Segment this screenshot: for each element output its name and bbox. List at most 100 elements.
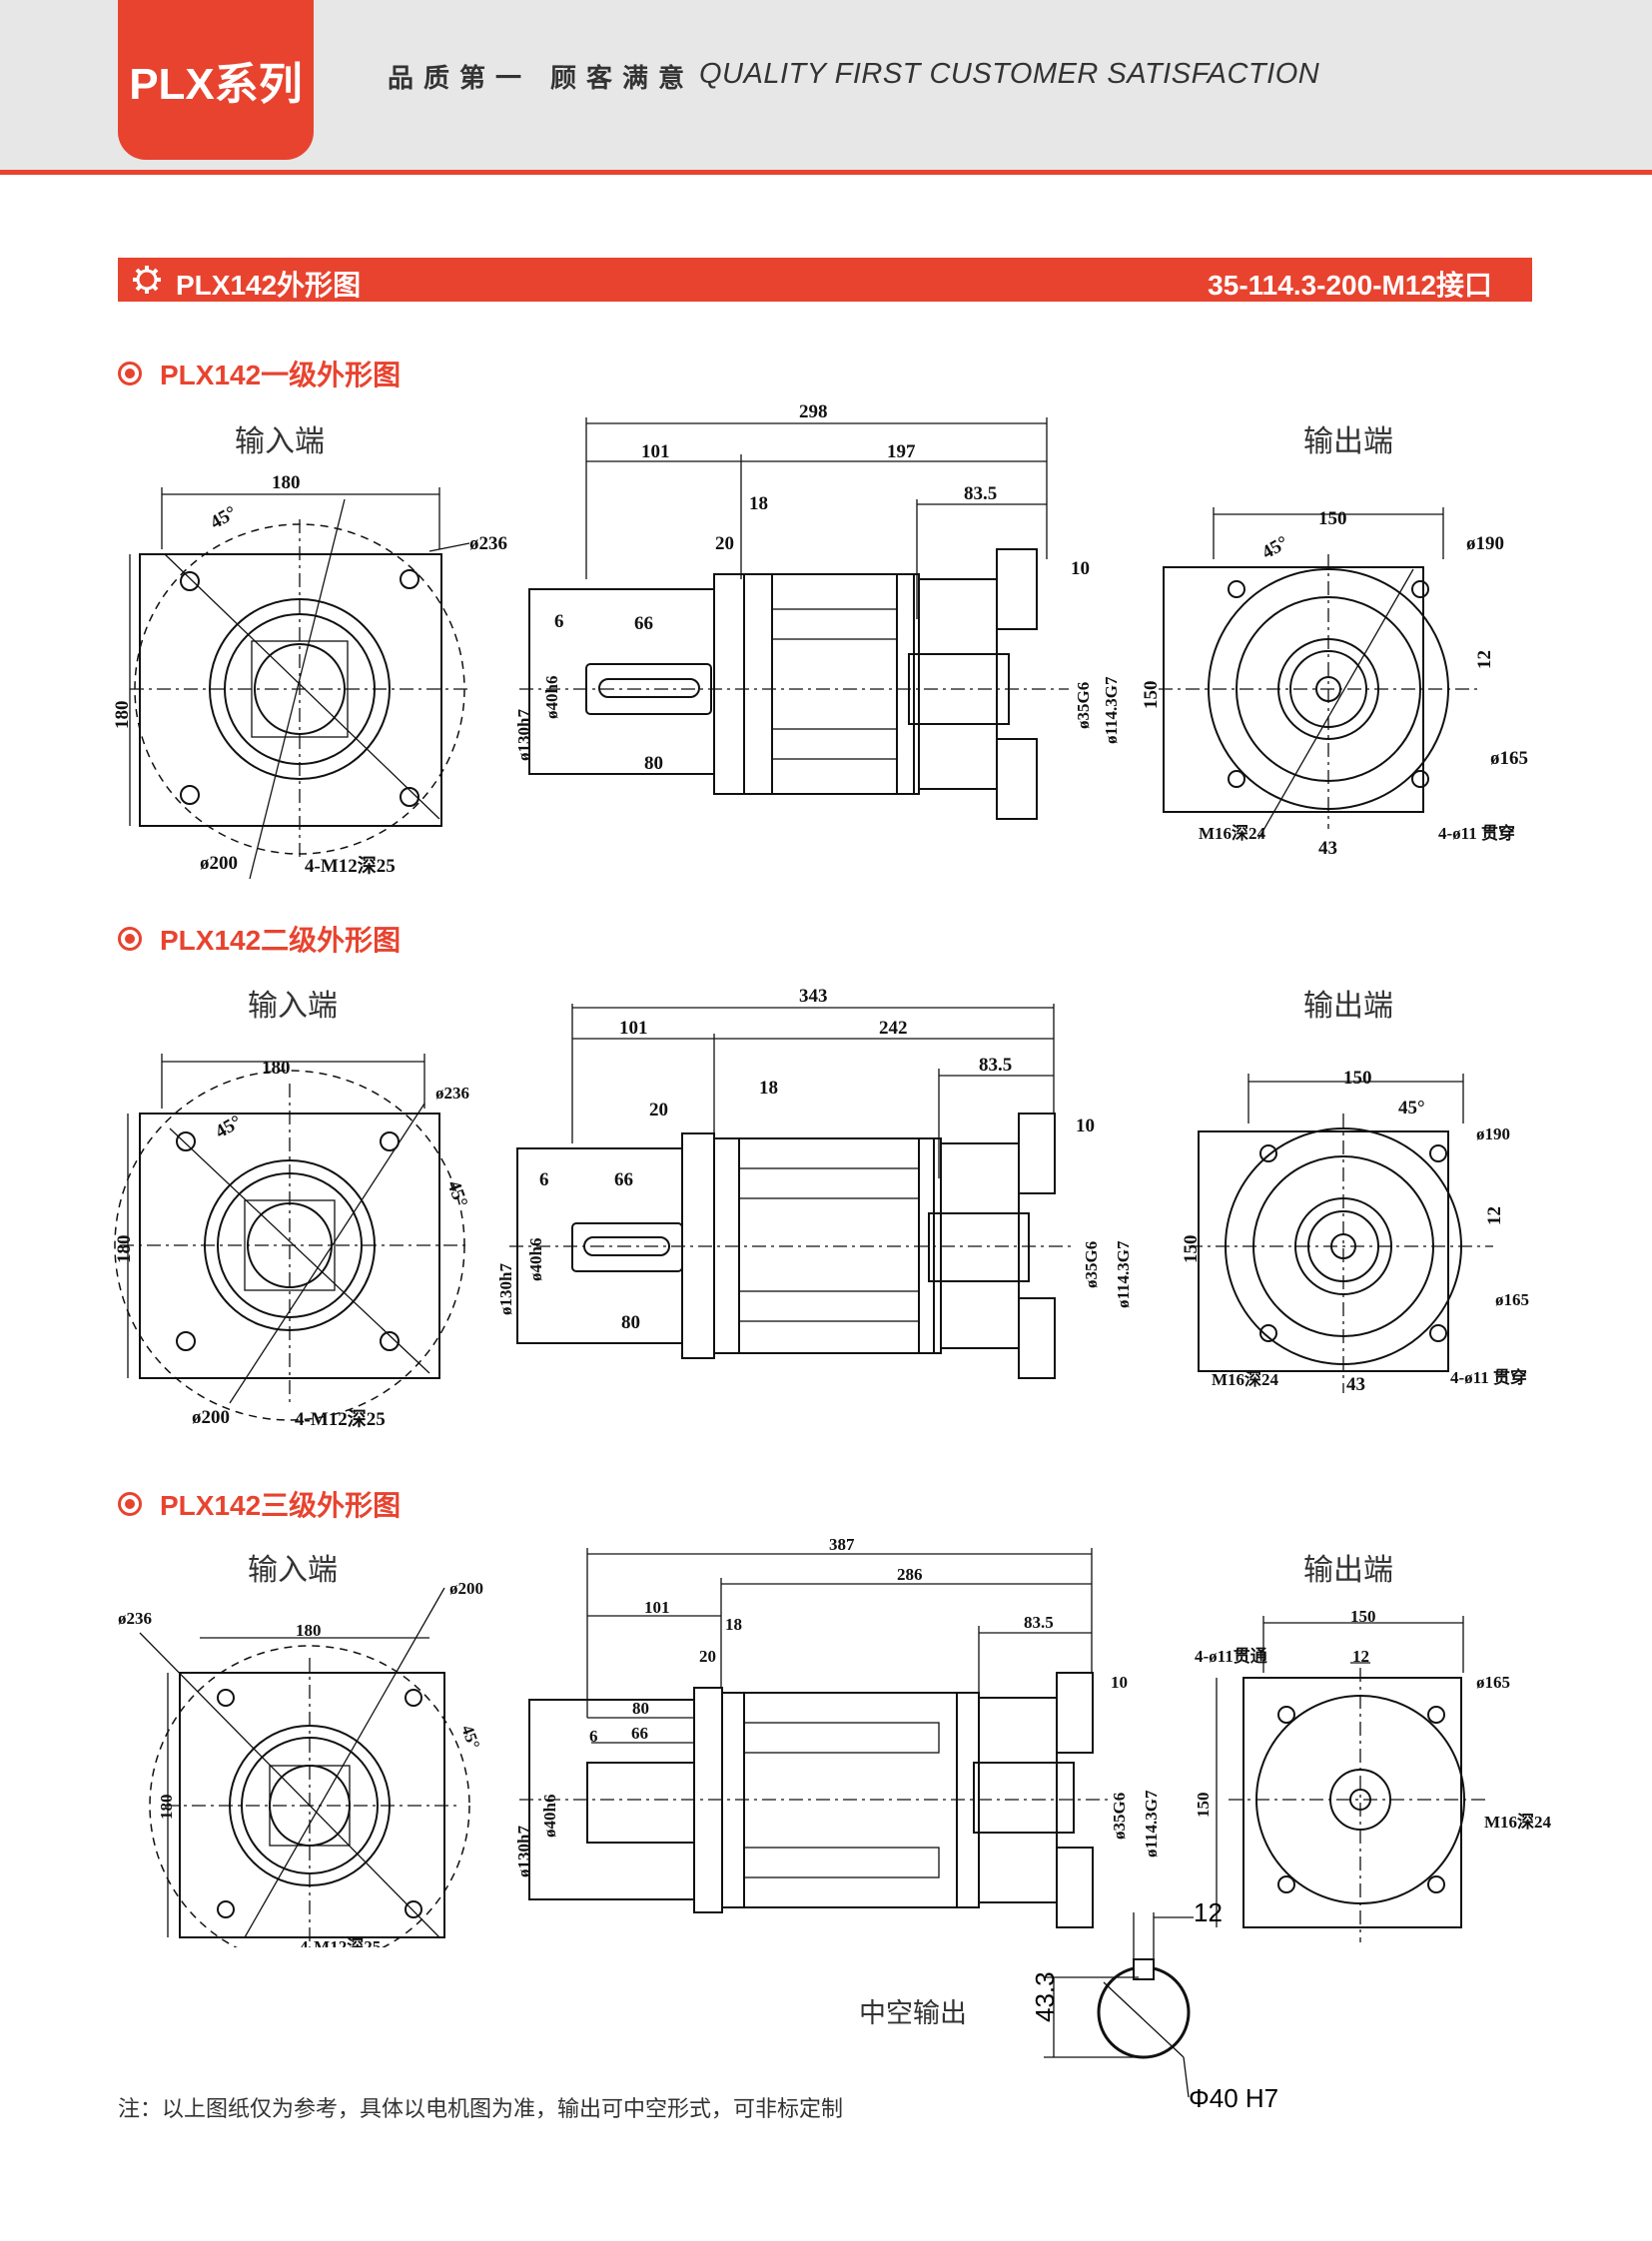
svg-text:180: 180	[296, 1621, 322, 1640]
svg-text:20: 20	[715, 533, 734, 554]
stage3-output-view: 输出端 150 150 12 4-ø11贯通 ø165 M16深24	[1194, 1553, 1552, 1942]
footnote: 注：以上图纸仅为参考，具体以电机图为准，输出可中空形式，可非标定制	[118, 2097, 844, 2122]
svg-text:ø236: ø236	[435, 1084, 469, 1103]
svg-text:45°: 45°	[442, 1178, 471, 1210]
svg-text:输入端: 输入端	[248, 989, 338, 1024]
svg-text:180: 180	[272, 472, 301, 493]
svg-text:101: 101	[641, 441, 670, 462]
svg-text:242: 242	[879, 1018, 908, 1039]
svg-text:83.5: 83.5	[964, 483, 997, 504]
stage3-heading: PLX142三级外形图	[118, 1484, 401, 1524]
svg-text:ø114.3G7: ø114.3G7	[1102, 676, 1121, 744]
stage1-heading: PLX142一级外形图	[118, 354, 401, 393]
svg-text:150: 150	[1350, 1607, 1376, 1626]
stage3-drawing: 输入端 180 180 45° ø236 ø200 4-M12深25 387 2…	[0, 1528, 1652, 1947]
svg-text:150: 150	[1318, 508, 1347, 529]
svg-text:43: 43	[1318, 838, 1337, 859]
svg-text:20: 20	[699, 1647, 716, 1666]
svg-text:101: 101	[619, 1018, 648, 1039]
svg-text:150: 150	[1141, 681, 1162, 710]
stage3-title: PLX142三级外形图	[160, 1490, 402, 1521]
input-label: 输入端	[235, 424, 325, 459]
svg-text:45°: 45°	[1258, 532, 1292, 563]
svg-text:80: 80	[644, 753, 663, 774]
svg-text:ø165: ø165	[1495, 1290, 1529, 1309]
svg-text:43: 43	[1346, 1374, 1365, 1395]
svg-text:ø200: ø200	[449, 1579, 483, 1598]
svg-text:18: 18	[759, 1078, 778, 1099]
svg-text:M16深24: M16深24	[1212, 1369, 1279, 1389]
stage2-output-view: 输出端 150 150 45° ø190 12 ø165 M16深24 43 4…	[1181, 989, 1529, 1395]
svg-text:ø200: ø200	[200, 853, 238, 874]
svg-text:ø40h6: ø40h6	[540, 1795, 559, 1838]
interface-spec: 35-114.3-200-M12接口	[1208, 270, 1492, 301]
svg-text:12: 12	[1484, 1206, 1505, 1225]
stage2-drawing: 输入端 180 180 45° 45° ø236 ø200 4-M12深25 3…	[0, 964, 1652, 1443]
svg-text:10: 10	[1076, 1116, 1095, 1136]
stage2-side-view: 343 101 242 83.5 18 20 10 ø130h7 ø40h6 6…	[496, 986, 1133, 1379]
svg-text:M16深24: M16深24	[1484, 1812, 1552, 1832]
svg-text:4-ø11贯通: 4-ø11贯通	[1195, 1647, 1267, 1666]
svg-text:298: 298	[799, 401, 828, 422]
series-tab: PLX系列	[118, 0, 314, 160]
svg-text:ø40h6: ø40h6	[526, 1238, 545, 1281]
svg-text:180: 180	[157, 1795, 176, 1821]
stage1-title: PLX142一级外形图	[160, 360, 402, 390]
svg-text:80: 80	[632, 1699, 649, 1718]
svg-text:输出端: 输出端	[1303, 424, 1393, 459]
svg-text:ø114.3G7: ø114.3G7	[1114, 1240, 1133, 1308]
svg-text:ø35G6: ø35G6	[1082, 1241, 1101, 1288]
svg-text:83.5: 83.5	[1024, 1613, 1054, 1632]
svg-text:150: 150	[1194, 1793, 1213, 1819]
stage1-output-view: 输出端 150 150 45° ø190 12 ø165 M16深24 43 4…	[1141, 424, 1528, 859]
slogan-chinese: 品质第一 顾客满意	[388, 64, 695, 94]
bullet-icon	[118, 927, 142, 951]
svg-text:150: 150	[1181, 1235, 1202, 1264]
svg-text:10: 10	[1071, 558, 1090, 579]
svg-text:4-ø11 贯穿: 4-ø11 贯穿	[1438, 823, 1515, 843]
svg-text:45°: 45°	[212, 1112, 246, 1142]
svg-text:12: 12	[1474, 650, 1495, 669]
svg-text:ø40h6: ø40h6	[542, 676, 561, 719]
svg-text:43.3: 43.3	[1030, 1971, 1060, 2022]
stage2-heading: PLX142二级外形图	[118, 919, 401, 959]
section-title: PLX142外形图	[176, 270, 362, 301]
svg-text:66: 66	[634, 613, 653, 634]
stage1-drawing: 输入端 180 180 45° ø236 ø200 4-M12深25 298 1…	[0, 399, 1652, 879]
svg-text:83.5: 83.5	[979, 1055, 1012, 1076]
stage1-input-view: 输入端 180 180 45° ø236 ø200 4-M12深25	[112, 424, 507, 879]
svg-text:180: 180	[114, 1235, 135, 1264]
svg-text:66: 66	[631, 1724, 648, 1743]
svg-text:ø190: ø190	[1466, 533, 1504, 554]
svg-text:197: 197	[887, 441, 916, 462]
svg-text:150: 150	[1343, 1068, 1372, 1089]
svg-text:4-M12深25: 4-M12深25	[300, 1936, 381, 1947]
svg-text:286: 286	[897, 1565, 923, 1584]
page-header: PLX系列 品质第一 顾客满意 QUALITY FIRST CUSTOMER S…	[0, 0, 1652, 175]
svg-text:ø200: ø200	[192, 1407, 230, 1428]
svg-text:12: 12	[1352, 1647, 1369, 1666]
svg-text:ø165: ø165	[1490, 748, 1528, 769]
svg-text:4-ø11 贯穿: 4-ø11 贯穿	[1450, 1367, 1527, 1387]
svg-text:输入端: 输入端	[248, 1553, 338, 1588]
svg-text:ø35G6: ø35G6	[1110, 1793, 1129, 1840]
svg-text:20: 20	[649, 1100, 668, 1120]
svg-text:343: 343	[799, 986, 828, 1007]
svg-text:ø190: ø190	[1476, 1124, 1510, 1143]
svg-text:387: 387	[829, 1535, 855, 1554]
svg-text:4-M12深25: 4-M12深25	[295, 1407, 386, 1430]
svg-text:输出端: 输出端	[1303, 1553, 1393, 1588]
section-title-bar: PLX142外形图 35-114.3-200-M12接口	[118, 258, 1532, 302]
hollow-output-detail: 中空输出 12 43.3 Φ40 H7	[859, 1877, 1378, 2117]
stage2-input-view: 输入端 180 180 45° 45° ø236 ø200 4-M12深25	[114, 989, 471, 1430]
svg-text:180: 180	[262, 1058, 291, 1079]
hollow-label: 中空输出	[859, 1998, 967, 2029]
svg-text:10: 10	[1111, 1673, 1128, 1692]
svg-text:12: 12	[1194, 1897, 1223, 1927]
stage2-title: PLX142二级外形图	[160, 925, 402, 956]
bullet-icon	[118, 362, 142, 385]
svg-text:ø165: ø165	[1476, 1673, 1510, 1692]
stage3-side-view: 387 286 101 83.5 18 20 10 80 66 6 ø130h7…	[514, 1535, 1161, 1928]
svg-text:Φ40 H7: Φ40 H7	[1189, 2083, 1278, 2113]
svg-text:45°: 45°	[457, 1723, 483, 1752]
